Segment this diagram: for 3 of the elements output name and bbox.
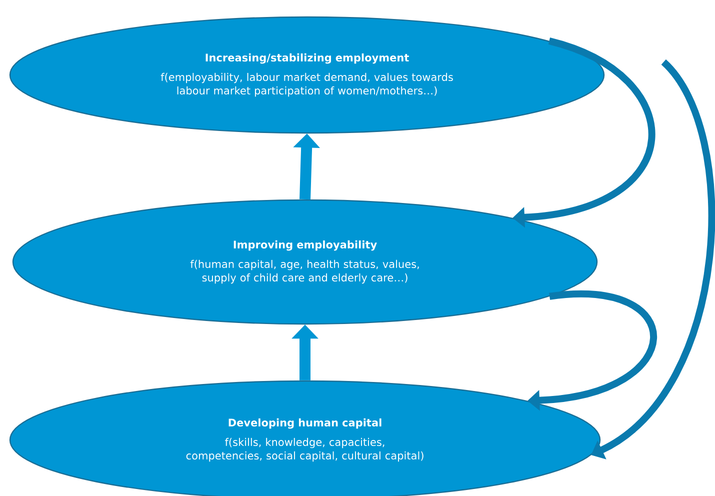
ellipse-node: Increasing/stabilizing employment f(employability, labour market demand, values towards labour market participation of women/mothers…) [9,16,605,134]
ellipse-node: Improving employability f(human capital, age, health status, values, supply of child care and elderly care…) [12,199,598,325]
ellipse-node: Developing human capital f(skills, knowledge, capacities, competencies, social capital, cultural capital) [9,380,601,496]
